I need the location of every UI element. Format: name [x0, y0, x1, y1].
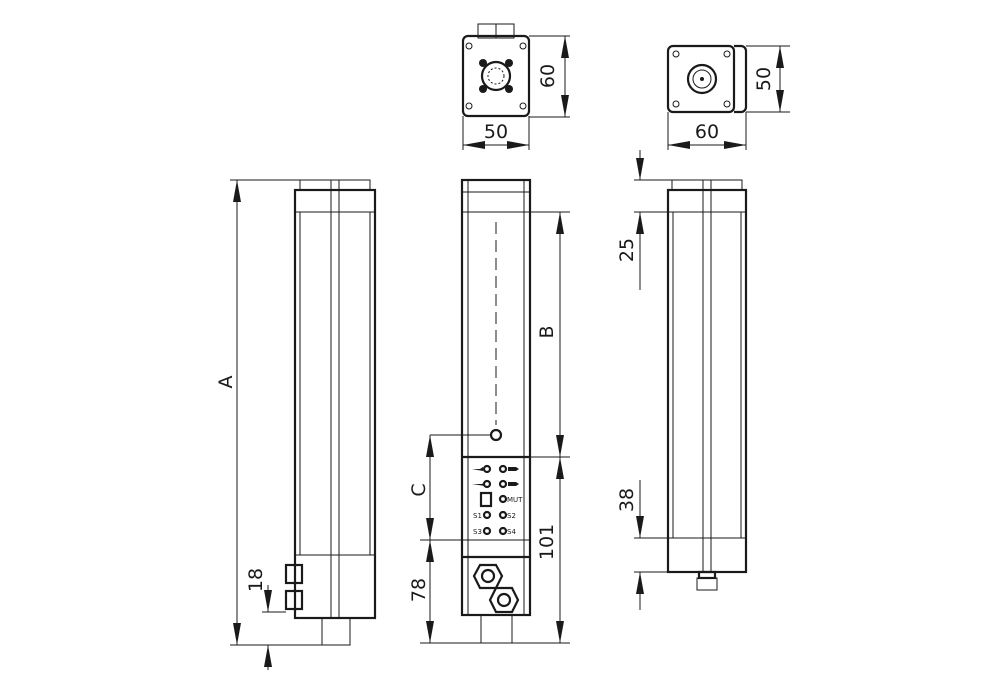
- label-s3: S3: [473, 528, 482, 536]
- dim-top-right-width: 60: [695, 121, 719, 143]
- dim-25: 25: [616, 238, 638, 262]
- top-view-right: 50 60: [666, 44, 790, 150]
- top-view-left: 60 50: [461, 23, 570, 150]
- dim-78: 78: [408, 578, 430, 602]
- label-s2: S2: [507, 512, 516, 520]
- dim-B: B: [536, 325, 558, 338]
- dim-C: C: [408, 483, 430, 496]
- dim-top-left-width: 50: [484, 121, 508, 143]
- label-s1: S1: [473, 512, 482, 520]
- dim-top-left-height: 60: [537, 64, 559, 88]
- status-panel: MUT S1 S2 S3 S4: [472, 464, 523, 536]
- front-view: MUT S1 S2 S3 S4 B 101 C 78: [408, 178, 570, 644]
- label-s4: S4: [507, 528, 516, 536]
- side-view-left: A 18: [215, 179, 377, 670]
- dim-top-right-height: 50: [753, 67, 775, 91]
- dim-38: 38: [616, 488, 638, 512]
- side-view-right: 25 38: [616, 150, 748, 610]
- dim-A: A: [215, 376, 237, 389]
- dim-18: 18: [245, 568, 267, 592]
- dim-101: 101: [536, 524, 558, 560]
- label-mut: MUT: [507, 496, 523, 504]
